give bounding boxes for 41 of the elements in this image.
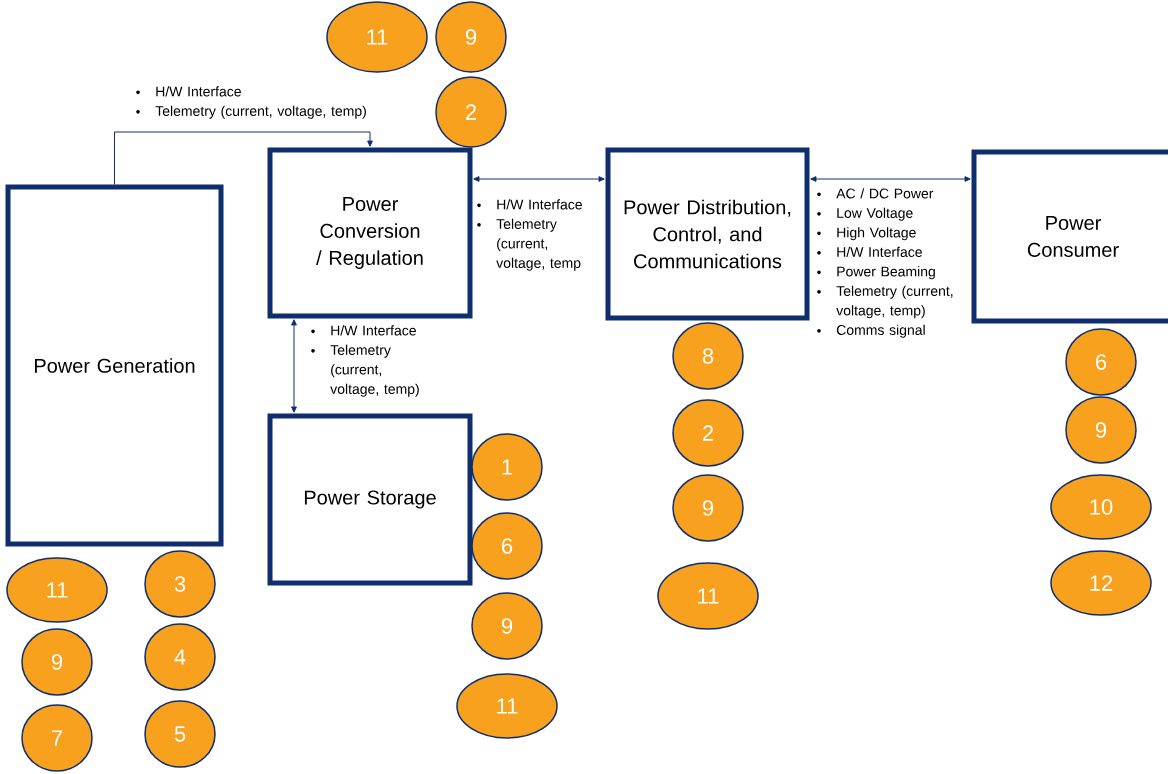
arrow: [291, 319, 297, 413]
edge-label: Telemetry (current, voltage, temp): [836, 285, 953, 319]
edge-label: AC / DC Power: [836, 188, 934, 199]
number-oval: 6: [471, 512, 543, 580]
number-oval: 12: [1050, 550, 1152, 616]
number-oval: 9: [672, 474, 744, 542]
edge-label: Low Voltage: [837, 207, 913, 221]
number-oval: 4: [144, 623, 216, 691]
arrow: [114, 131, 373, 185]
number-oval: 11: [456, 673, 558, 739]
number-oval: 9: [21, 628, 93, 696]
number-oval: 5: [144, 700, 216, 768]
edge-label: H/W Interface Telemetry (current, voltage, temp: [477, 199, 582, 271]
edge-label: Power Beaming: [837, 266, 935, 280]
block-box: Power Generation: [5, 184, 224, 547]
number-oval: 11: [657, 562, 759, 630]
edge-label: Comms signal: [836, 324, 925, 338]
number-oval: 8: [672, 322, 744, 390]
number-oval: 9: [471, 592, 543, 660]
number-oval: 2: [672, 399, 744, 467]
arrow: [473, 176, 605, 182]
number-oval: 10: [1050, 474, 1152, 540]
edge-label: AC / DC Power Low Voltage High Voltage H/W Interface Power Beaming Telemetry (current, voltage, temp) Comms signal: [817, 188, 953, 338]
number-oval: 1: [471, 433, 543, 501]
number-oval: 3: [144, 550, 216, 618]
edge-label: H/W Interface Telemetry (current, voltage, temp): [311, 325, 419, 397]
arrow: [810, 176, 971, 182]
edge-label: H/W Interface Telemetry (current, voltage, temp): [136, 86, 366, 119]
number-oval: 7: [21, 704, 93, 772]
edge-label: H/W Interface: [837, 246, 922, 257]
number-oval: 11: [6, 557, 108, 623]
block-box: Power Consumer: [971, 149, 1168, 324]
block-box: Power Storage: [267, 413, 473, 586]
block-box: Power Distribution, Control, and Communications: [605, 147, 810, 321]
number-oval: 11: [326, 1, 428, 73]
block-box: Power Conversion / Regulation: [267, 147, 473, 319]
edge-label: High Voltage: [837, 227, 916, 241]
number-oval: 2: [435, 76, 507, 148]
number-oval: 6: [1065, 328, 1137, 396]
number-oval: 9: [435, 1, 507, 73]
number-oval: 9: [1065, 396, 1137, 464]
